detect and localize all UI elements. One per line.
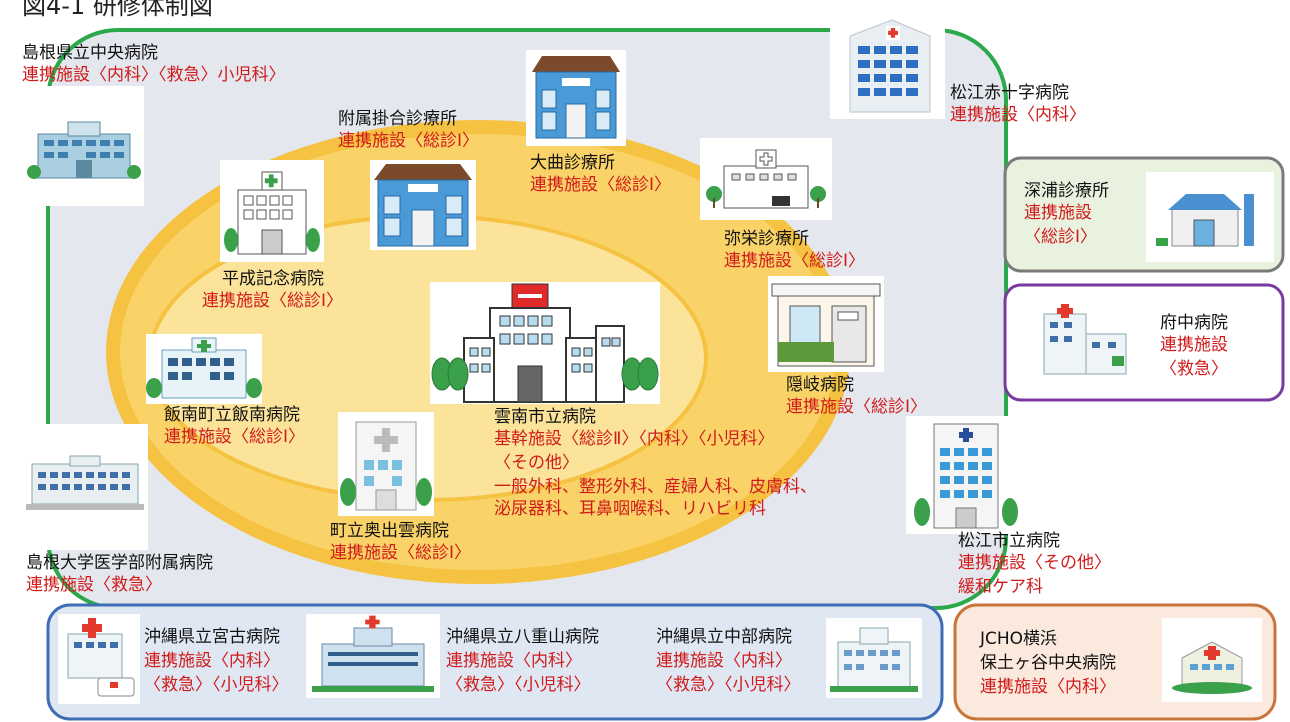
hospital-role: 〈救急〉 bbox=[1160, 359, 1228, 379]
university-hospital-icon bbox=[22, 424, 148, 550]
hospital-name: 深浦診療所 bbox=[1024, 181, 1109, 201]
hospital-role: 連携施設〈内科〉〈救急〉小児科〉 bbox=[22, 65, 286, 85]
hospital-name: 沖縄県立八重山病院 bbox=[446, 627, 599, 647]
clinic-house-icon bbox=[370, 160, 476, 250]
hospital-role: 連携施設〈総診Ⅰ〉 bbox=[338, 131, 480, 151]
hospital-role: 連携施設〈総診Ⅰ〉 bbox=[724, 251, 866, 271]
clinic-building-icon bbox=[1146, 172, 1274, 262]
hospital-role: 〈救急〉〈小児科〉 bbox=[144, 675, 289, 695]
hospital-role: 緩和ケア科 bbox=[958, 577, 1043, 597]
hospital-role: 連携施設〈総診Ⅰ〉 bbox=[530, 175, 672, 195]
hospital-building-icon bbox=[826, 618, 922, 698]
hospital-name: 町立奥出雲病院 bbox=[330, 521, 449, 541]
hospital-role: 連携施設〈総診Ⅰ〉 bbox=[786, 397, 928, 417]
hospital-name: 沖縄県立中部病院 bbox=[656, 627, 792, 647]
hospital-name: 府中病院 bbox=[1160, 313, 1228, 333]
hospital-ambulance-icon bbox=[58, 614, 140, 704]
main-hospital-name: 雲南市立病院 bbox=[494, 407, 596, 427]
hospital-building-icon bbox=[338, 412, 434, 516]
hospital-name: 松江市立病院 bbox=[958, 531, 1060, 551]
clinic-building-icon bbox=[700, 138, 832, 220]
main-hospital-departments: 一般外科、整形外科、産婦人科、皮膚科、 bbox=[494, 477, 817, 497]
hospital-role: 〈総診Ⅰ〉 bbox=[1024, 227, 1098, 247]
hospital-building-icon bbox=[1016, 300, 1148, 382]
hospital-role: 〈救急〉〈小児科〉 bbox=[656, 675, 801, 695]
hospital-name: 弥栄診療所 bbox=[724, 229, 809, 249]
hospital-name: 島根県立中央病院 bbox=[22, 43, 158, 63]
hospital-name: 島根大学医学部附属病院 bbox=[26, 553, 213, 573]
hospital-role: 連携施設〈内科〉 bbox=[446, 651, 582, 671]
main-hospital-role: 基幹施設〈総診Ⅱ〉〈内科〉〈小児科〉 bbox=[494, 429, 775, 449]
main-hospital-other-label: 〈その他〉 bbox=[494, 453, 579, 473]
hospital-name: 保土ヶ谷中央病院 bbox=[980, 653, 1116, 673]
hospital-role: 連携施設〈総診Ⅰ〉 bbox=[164, 427, 306, 447]
hospital-tower-icon bbox=[830, 14, 945, 119]
hospital-role: 連携施設〈救急〉 bbox=[26, 575, 162, 595]
hospital-name: 松江赤十字病院 bbox=[950, 83, 1069, 103]
hospital-role: 連携施設〈内科〉 bbox=[980, 677, 1116, 697]
okinawa-box bbox=[46, 603, 944, 721]
hospital-role: 〈救急〉〈小児科〉 bbox=[446, 675, 591, 695]
hospital-role: 連携施設〈内科〉 bbox=[144, 651, 280, 671]
hospital-name: 平成記念病院 bbox=[222, 269, 324, 289]
main-hospital-icon bbox=[430, 282, 660, 404]
hospital-name: 飯南町立飯南病院 bbox=[164, 405, 300, 425]
hospital-name: 大曲診療所 bbox=[530, 153, 615, 173]
hospital-building-icon bbox=[1162, 618, 1262, 702]
hospital-name: 沖縄県立宮古病院 bbox=[144, 627, 280, 647]
hospital-role: 連携施設 bbox=[1024, 203, 1092, 223]
page-title: 図4-1 研修体制図 bbox=[22, 0, 213, 20]
hospital-role: 連携施設〈内科〉 bbox=[950, 105, 1086, 125]
hospital-name: 隠岐病院 bbox=[786, 375, 854, 395]
clinic-house-icon bbox=[526, 50, 626, 146]
hospital-role: 連携施設 bbox=[1160, 335, 1228, 355]
hospital-role: 連携施設〈総診Ⅰ〉 bbox=[330, 543, 472, 563]
hospital-building-icon bbox=[24, 86, 144, 206]
hospital-building-icon bbox=[306, 614, 440, 698]
hospital-name: 附属掛合診療所 bbox=[338, 109, 457, 129]
hospital-role: 連携施設〈総診Ⅰ〉 bbox=[202, 291, 344, 311]
hospital-building-icon bbox=[146, 334, 262, 404]
hospital-tower-icon bbox=[906, 416, 1026, 534]
clinic-shop-icon bbox=[768, 276, 884, 372]
hospital-role: 連携施設〈その他〉 bbox=[958, 553, 1111, 573]
hospital-building-icon bbox=[220, 160, 324, 262]
main-hospital-departments: 泌尿器科、耳鼻咽喉科、リハビリ科 bbox=[494, 499, 766, 519]
hospital-role: 連携施設〈内科〉 bbox=[656, 651, 792, 671]
hospital-name: JCHO横浜 bbox=[980, 629, 1058, 649]
